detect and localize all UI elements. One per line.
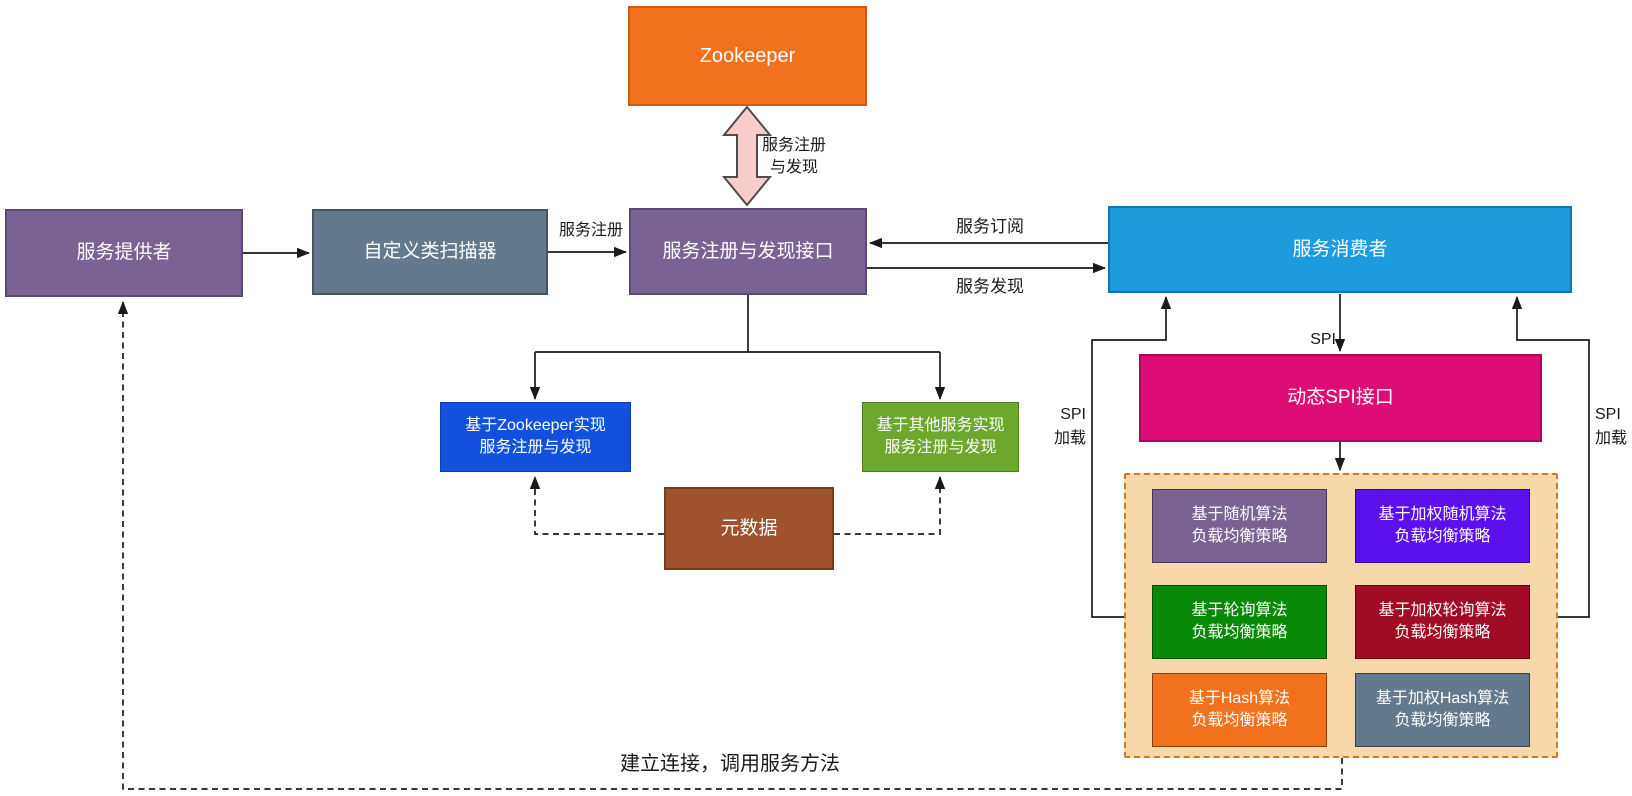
node-service-consumer: 服务消费者 — [1108, 206, 1572, 293]
node-zookeeper: Zookeeper — [628, 6, 867, 106]
edge-label-discover: 服务发现 — [956, 277, 1024, 296]
node-lb-weighted-hash: 基于加权Hash算法 负载均衡策略 — [1355, 673, 1530, 747]
edge-label-spi-load-right: SPI 加载 — [1595, 403, 1632, 451]
node-other-service-impl-line2: 服务注册与发现 — [884, 439, 997, 456]
node-lb-weighted-round-robin-line2: 负载均衡策略 — [1394, 624, 1491, 641]
node-metadata: 元数据 — [664, 487, 834, 570]
node-service-provider: 服务提供者 — [5, 209, 243, 297]
node-lb-weighted-round-robin: 基于加权轮询算法 负载均衡策略 — [1355, 585, 1530, 659]
edge-label-register: 服务注册 — [558, 222, 623, 239]
node-lb-hash: 基于Hash算法 负载均衡策略 — [1152, 673, 1327, 747]
node-lb-weighted-random-line1: 基于加权随机算法 — [1378, 506, 1507, 524]
edge-label-register-discover-line2: 与发现 — [769, 158, 818, 176]
node-custom-class-scanner: 自定义类扫描器 — [312, 209, 548, 295]
node-custom-class-scanner-label: 自定义类扫描器 — [363, 241, 497, 263]
edge-label-register-discover: 服务注册 与发现 — [750, 135, 838, 178]
node-other-service-impl-line1: 基于其他服务实现 — [876, 417, 1005, 435]
node-registry-discovery-interface-label: 服务注册与发现接口 — [662, 240, 834, 262]
node-lb-random-line2: 负载均衡策略 — [1191, 528, 1288, 545]
node-lb-random-line1: 基于随机算法 — [1191, 506, 1288, 524]
node-lb-weighted-random-line2: 负载均衡策略 — [1394, 528, 1491, 545]
node-service-consumer-label: 服务消费者 — [1292, 238, 1388, 260]
node-zookeeper-impl-line1: 基于Zookeeper实现 — [465, 417, 606, 435]
node-dynamic-spi-interface: 动态SPI接口 — [1139, 354, 1542, 442]
node-lb-weighted-hash-line2: 负载均衡策略 — [1394, 712, 1491, 729]
edge-metadata-to-zookeeper-impl — [529, 475, 664, 535]
edge-interface-split — [535, 295, 940, 353]
node-lb-hash-line2: 负载均衡策略 — [1191, 712, 1288, 729]
node-other-service-impl: 基于其他服务实现 服务注册与发现 — [862, 402, 1019, 472]
edge-label-spi: SPI — [1310, 331, 1336, 348]
node-lb-weighted-hash-line1: 基于加权Hash算法 — [1375, 690, 1510, 708]
edge-metadata-to-other-impl — [834, 475, 946, 535]
node-zookeeper-impl-line2: 服务注册与发现 — [479, 439, 592, 456]
node-lb-round-robin-line1: 基于轮询算法 — [1191, 602, 1288, 620]
node-lb-round-robin-line2: 负载均衡策略 — [1191, 624, 1288, 641]
node-dynamic-spi-interface-label: 动态SPI接口 — [1287, 387, 1394, 409]
node-lb-weighted-round-robin-line1: 基于加权轮询算法 — [1378, 602, 1507, 620]
node-registry-discovery-interface: 服务注册与发现接口 — [629, 208, 867, 295]
edge-label-spi-load-left-line1: SPI — [1060, 406, 1086, 423]
node-metadata-label: 元数据 — [720, 517, 778, 539]
edge-label-spi-load-left: SPI 加载 — [1018, 403, 1086, 451]
node-zookeeper-impl: 基于Zookeeper实现 服务注册与发现 — [440, 402, 631, 472]
node-lb-random: 基于随机算法 负载均衡策略 — [1152, 489, 1327, 563]
edge-label-spi-load-left-line2: 加载 — [1053, 430, 1086, 447]
edge-label-connect-call-service: 建立连接，调用服务方法 — [620, 753, 840, 775]
node-lb-weighted-random: 基于加权随机算法 负载均衡策略 — [1355, 489, 1530, 563]
node-lb-round-robin: 基于轮询算法 负载均衡策略 — [1152, 585, 1327, 659]
edge-label-register-discover-line1: 服务注册 — [761, 137, 826, 154]
edge-label-spi-load-right-line1: SPI — [1595, 406, 1621, 423]
edge-label-spi-load-right-line2: 加载 — [1595, 430, 1628, 447]
edge-label-subscribe: 服务订阅 — [956, 217, 1024, 236]
node-lb-hash-line1: 基于Hash算法 — [1188, 690, 1291, 708]
node-zookeeper-label: Zookeeper — [699, 44, 796, 67]
node-service-provider-label: 服务提供者 — [76, 242, 172, 264]
